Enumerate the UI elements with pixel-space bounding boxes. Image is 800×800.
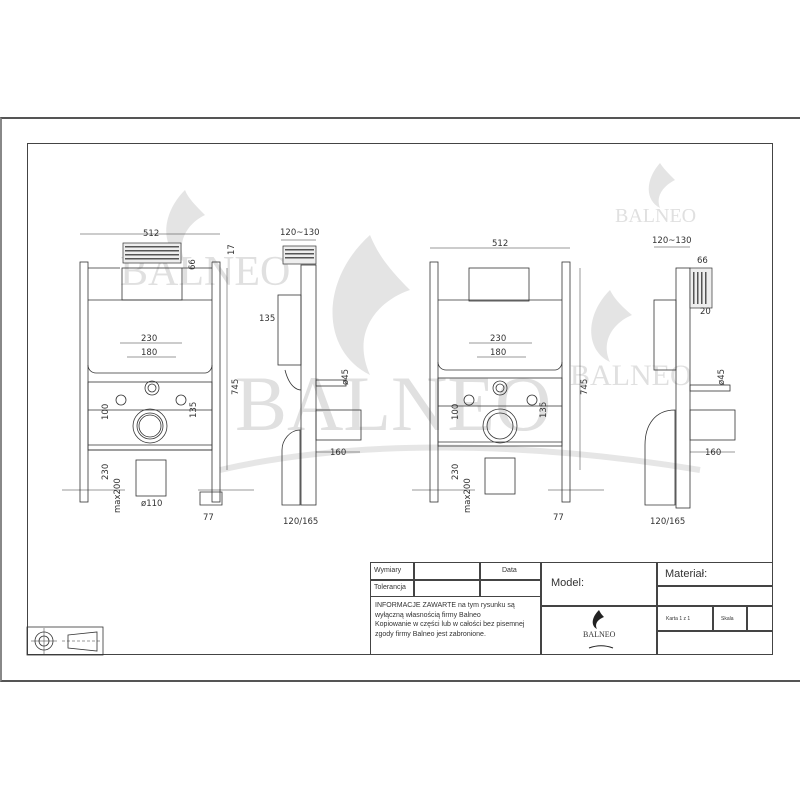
svg-text:135: 135	[189, 402, 199, 418]
side-view-left: 120~130 135 ø45 160 120/165	[259, 228, 362, 527]
svg-text:66: 66	[697, 256, 708, 266]
svg-text:20: 20	[700, 307, 711, 317]
svg-text:160: 160	[330, 448, 346, 458]
svg-text:BALNEO: BALNEO	[235, 360, 551, 447]
svg-text:BALNEO: BALNEO	[615, 205, 696, 227]
svg-text:120~130: 120~130	[280, 228, 320, 238]
watermark-logo-topright: BALNEO	[615, 163, 696, 227]
svg-text:max200: max200	[113, 478, 123, 513]
material-label: Materiał:	[665, 568, 708, 580]
svg-text:135: 135	[259, 314, 275, 324]
tolerancja-label: Tolerancja	[374, 584, 406, 591]
svg-text:120/165: 120/165	[650, 517, 685, 527]
svg-text:230: 230	[101, 464, 111, 480]
front-view-left: 512 230 180 745 66 17 135 100 230 max200…	[62, 229, 254, 523]
side-view-right: 120~130 66 20 ø45 160 120/165	[644, 236, 736, 527]
svg-text:120/165: 120/165	[283, 517, 318, 527]
svg-text:BALNEO: BALNEO	[570, 359, 692, 392]
svg-text:100: 100	[451, 404, 461, 420]
outer-frame	[0, 117, 800, 682]
model-label: Model:	[551, 577, 585, 589]
svg-text:230: 230	[490, 334, 506, 344]
svg-text:ø110: ø110	[141, 499, 162, 509]
watermark-logo-left: BALNEO	[120, 190, 290, 295]
svg-text:77: 77	[203, 513, 214, 523]
svg-text:230: 230	[141, 334, 157, 344]
svg-text:135: 135	[539, 402, 549, 418]
wymiary-label: Wymiary	[374, 567, 402, 574]
svg-text:745: 745	[231, 379, 241, 395]
balneo-logo-icon	[588, 610, 614, 649]
svg-text:77: 77	[553, 513, 564, 523]
svg-text:ø45: ø45	[717, 369, 727, 385]
svg-text:512: 512	[143, 229, 159, 239]
svg-text:max200: max200	[463, 478, 473, 513]
svg-text:745: 745	[580, 379, 590, 395]
svg-text:17: 17	[227, 244, 237, 255]
svg-text:66: 66	[188, 259, 198, 270]
scale-label: Skala	[721, 616, 734, 622]
watermark-logo-center: BALNEO	[219, 235, 701, 473]
svg-text:512: 512	[492, 239, 508, 249]
watermark-logo-right: BALNEO	[570, 290, 692, 392]
front-view-right: 512 230 180 745 135 100 230 max200 77	[412, 239, 604, 523]
ownership-notice: INFORMACJE ZAWARTE na tym rysunku są wył…	[375, 602, 525, 638]
svg-text:100: 100	[101, 404, 111, 420]
svg-text:180: 180	[490, 348, 506, 358]
svg-text:ø45: ø45	[341, 369, 351, 385]
logo-text: BALNEO	[583, 630, 616, 639]
projection-symbol	[26, 626, 104, 656]
svg-text:180: 180	[141, 348, 157, 358]
svg-text:160: 160	[705, 448, 721, 458]
data-label: Data	[502, 567, 517, 574]
svg-text:120~130: 120~130	[652, 236, 692, 246]
svg-text:230: 230	[451, 464, 461, 480]
sheet-label: Karta 1 z 1	[666, 616, 691, 622]
